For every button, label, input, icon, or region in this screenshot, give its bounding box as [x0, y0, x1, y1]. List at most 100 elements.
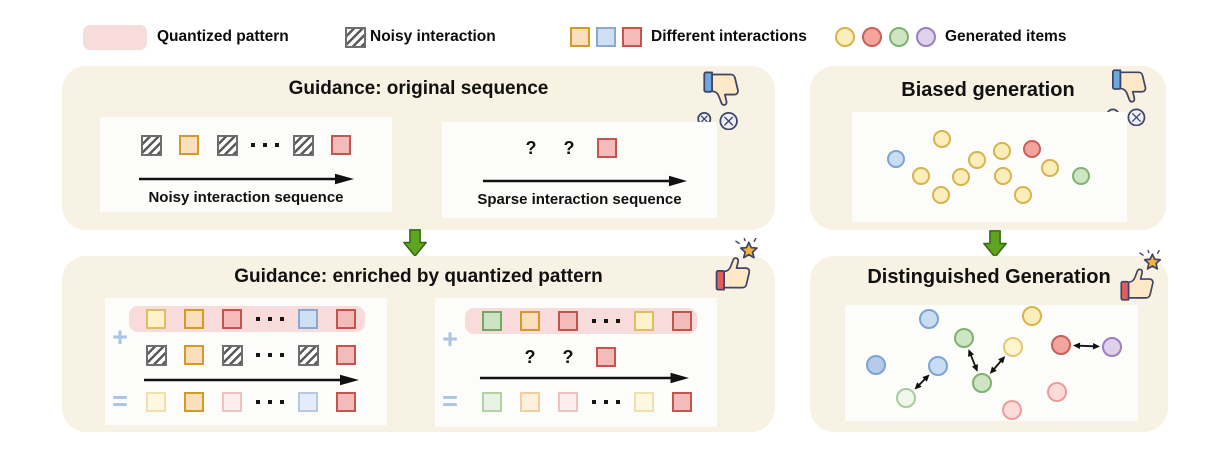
- paleYellow-interaction-square: [634, 392, 654, 412]
- sequence-arrow: [482, 175, 687, 187]
- sparse-sequence-row: ??: [512, 136, 626, 160]
- paleGreen-interaction-square: [482, 392, 502, 412]
- sequence-slot: [327, 343, 365, 367]
- panel-enriched-sequence: Guidance: enriched by quantized pattern …: [62, 256, 775, 432]
- red-interaction-square: [672, 392, 692, 412]
- orange-interaction-square: [184, 309, 204, 329]
- panel-biased-generation: Biased generation: [810, 66, 1166, 230]
- green-generated-item: [954, 328, 974, 348]
- green-generated-item: [972, 373, 992, 393]
- sequence-slot: ?: [549, 345, 587, 369]
- red-interaction-square: [336, 309, 356, 329]
- enriched-noisy-box: + =: [105, 298, 387, 425]
- quantized-pattern-swatch: [83, 24, 147, 50]
- yellow-generated-item: [1014, 186, 1032, 204]
- yellow-generated-item: [968, 151, 986, 169]
- noisy-interaction-square: [145, 344, 167, 366]
- sequence-slot: [587, 309, 625, 333]
- orange-interaction-square: [184, 392, 204, 412]
- sequence-slot: [251, 390, 289, 414]
- yellow-interaction-square: [146, 309, 166, 329]
- blue-interaction-swatch: [596, 27, 616, 47]
- sequence-slot: [175, 307, 213, 331]
- sequence-slot: [132, 133, 170, 157]
- sequence-arrow: [138, 173, 354, 185]
- noisy-sequence-row: [132, 133, 360, 157]
- sparse-row: ??: [511, 345, 625, 369]
- sequence-slot: [137, 390, 175, 414]
- red-interaction-square: [596, 347, 616, 367]
- question-mark: ?: [562, 347, 574, 367]
- sequence-slot: [625, 390, 663, 414]
- ellipsis-dots: [592, 400, 620, 404]
- sparse-sequence-label: Sparse interaction sequence: [477, 191, 682, 208]
- sequence-slot: ?: [511, 345, 549, 369]
- paleGreen-generated-item: [896, 388, 916, 408]
- purple-generated-item-swatch: [916, 27, 936, 47]
- yellow-generated-item: [1041, 159, 1059, 177]
- equals-sign: =: [442, 386, 458, 416]
- sequence-slot: [213, 343, 251, 367]
- item-link-arrows: [914, 342, 1101, 390]
- orange-interaction-square: [184, 345, 204, 365]
- sequence-slot: [251, 307, 289, 331]
- legend-label: Different interactions: [651, 28, 807, 45]
- paleBlue-interaction-square: [298, 392, 318, 412]
- red-interaction-square: [558, 311, 578, 331]
- sequence-slot: ?: [550, 136, 588, 160]
- yellow-generated-item: [1022, 306, 1042, 326]
- noisy-interaction-square: [216, 134, 238, 156]
- sequence-slot: [663, 390, 701, 414]
- yellow-generated-item: [933, 130, 951, 148]
- red-generated-item: [1023, 140, 1041, 158]
- yellow-generated-item: [993, 142, 1011, 160]
- equals-sign: =: [112, 386, 128, 416]
- pattern-row: [137, 307, 365, 331]
- green-generated-item: [1072, 167, 1090, 185]
- legend-label: Generated items: [945, 28, 1067, 45]
- result-row: [137, 390, 365, 414]
- question-mark: ?: [563, 138, 575, 158]
- different-interactions-swatches: [570, 27, 642, 47]
- panel-title: Distinguished Generation: [867, 266, 1111, 288]
- sequence-slot: [137, 343, 175, 367]
- red-generated-item: [1051, 335, 1071, 355]
- red-generated-item-swatch: [862, 27, 882, 47]
- biased-generation-scatter: [852, 112, 1127, 222]
- thumbs-up-icon: [1116, 250, 1166, 304]
- sequence-arrow: [143, 374, 359, 386]
- sequence-slot: [322, 133, 360, 157]
- yellow-generated-item: [994, 167, 1012, 185]
- sparse-sequence-box: ?? Sparse interaction sequence: [442, 122, 717, 218]
- panel-title: Guidance: original sequence: [288, 78, 549, 99]
- ellipsis-dots: [592, 319, 620, 323]
- sequence-slot: [175, 390, 213, 414]
- distinguished-generation-scatter: [845, 305, 1138, 421]
- panel-title: Guidance: enriched by quantized pattern: [234, 266, 603, 287]
- noisy-interaction-square: [297, 344, 319, 366]
- sequence-slot: [208, 133, 246, 157]
- sequence-slot: [213, 307, 251, 331]
- noisy-sequence-label: Noisy interaction sequence: [148, 189, 344, 206]
- purple-generated-item: [1102, 337, 1122, 357]
- red-interaction-square: [331, 135, 351, 155]
- sequence-slot: [246, 133, 284, 157]
- palePink-interaction-square: [558, 392, 578, 412]
- yellow-generated-item: [952, 168, 970, 186]
- sequence-slot: [511, 390, 549, 414]
- sequence-slot: [284, 133, 322, 157]
- noisy-row: [137, 343, 365, 367]
- yellow-interaction-square: [634, 311, 654, 331]
- quantized-pattern-highlight: [129, 306, 365, 332]
- red-interaction-square: [672, 311, 692, 331]
- orange-interaction-square: [520, 311, 540, 331]
- sequence-slot: [327, 307, 365, 331]
- sequence-slot: [170, 133, 208, 157]
- green-down-arrow-right: [982, 230, 1008, 258]
- sequence-slot: [473, 309, 511, 333]
- thumbs-down-icon: [695, 68, 749, 130]
- ellipsis-dots: [251, 143, 279, 147]
- paleRed-generated-item: [1002, 400, 1022, 420]
- sequence-slot: [327, 390, 365, 414]
